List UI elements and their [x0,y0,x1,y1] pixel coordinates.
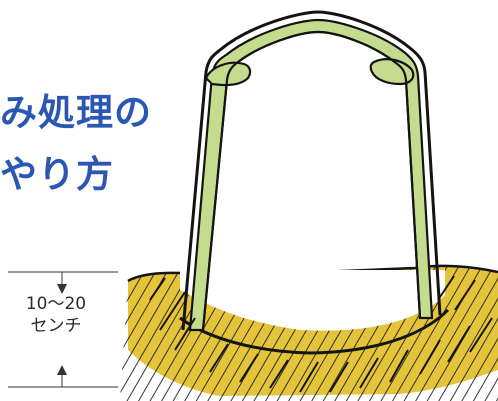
arrow-down-icon [57,284,67,294]
soil-front-hatch [149,275,493,393]
container [181,10,442,332]
arrow-up-icon [57,365,67,375]
pit-bottom-line [179,308,450,355]
depth-unit: センチ [30,316,82,336]
title-line-2: やり方 [0,153,114,196]
title-line-1: み処理の [0,91,152,134]
depth-label: 10〜20 センチ [16,293,96,337]
depth-value: 10〜20 [25,294,87,314]
pit-cavity [180,270,445,331]
depth-indicator [8,271,118,388]
